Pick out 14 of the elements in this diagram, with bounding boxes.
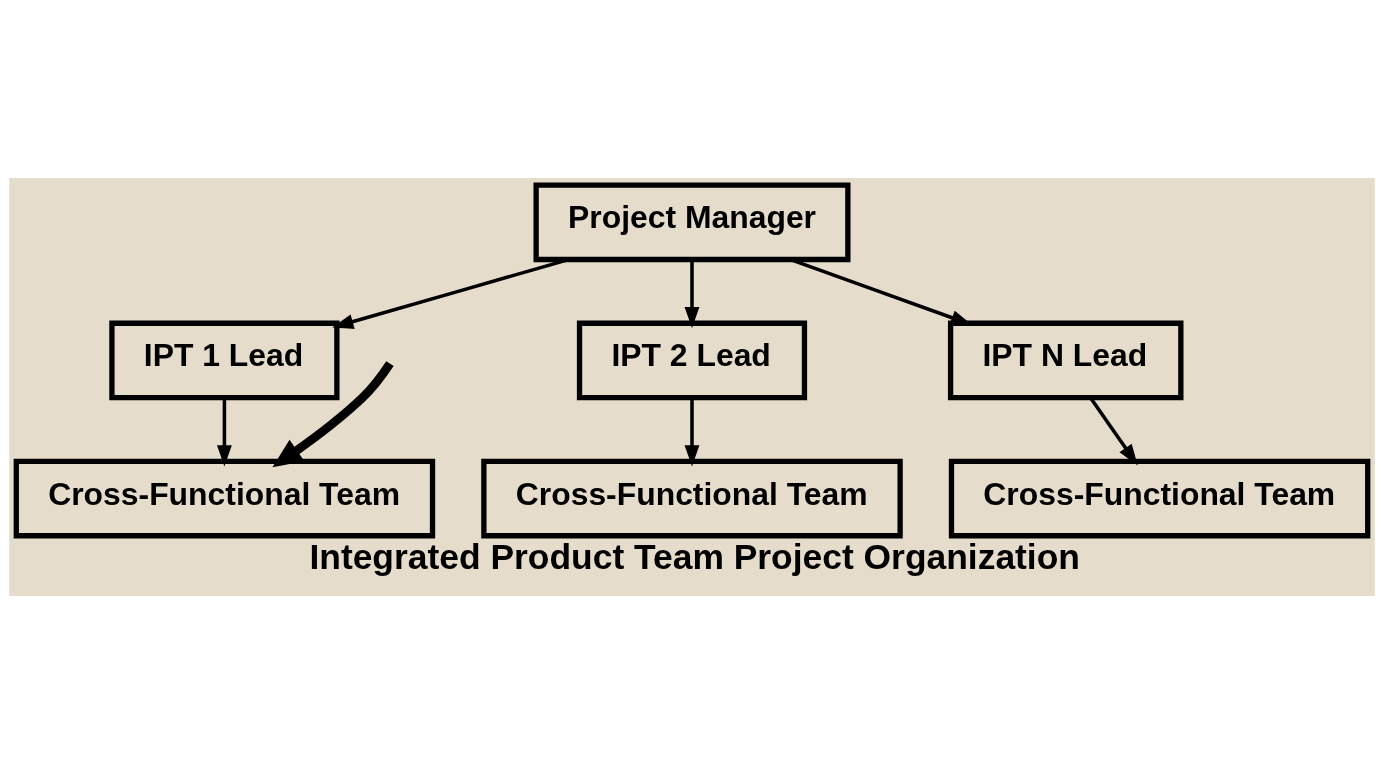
node-box: IPT 1 Lead — [109, 320, 340, 401]
arrow — [1089, 397, 1138, 466]
node-box: Cross-Functional Team — [13, 458, 436, 539]
arrow — [272, 361, 394, 468]
arrow — [216, 398, 232, 467]
caption: Integrated Product Team Project Organization — [309, 537, 1080, 578]
node-box: Project Manager — [533, 182, 851, 263]
node-box: IPT 2 Lead — [576, 320, 808, 401]
arrow — [332, 257, 569, 329]
node-box: Cross-Functional Team — [948, 458, 1371, 539]
arrow — [684, 398, 700, 467]
node-box: IPT N Lead — [947, 320, 1184, 401]
node-box: Cross-Functional Team — [481, 458, 903, 539]
arrow — [684, 260, 700, 329]
